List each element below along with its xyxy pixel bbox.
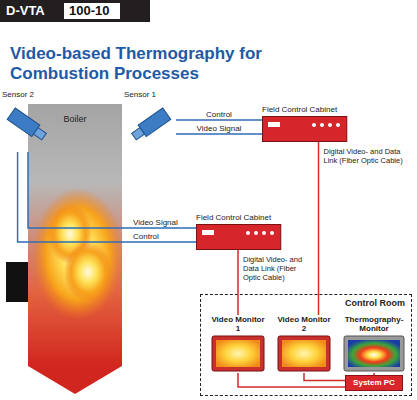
badge-box (64, 3, 120, 19)
cabinet-display (268, 122, 280, 127)
cabinet-led (254, 231, 258, 235)
control-room: Control RoomVideo Monitor 1 Video Monitor… (200, 294, 412, 396)
signal-line (176, 119, 262, 121)
monitor-frame (344, 336, 404, 371)
video-monitor: Video Monitor 2 (275, 315, 333, 373)
sensor-body (7, 108, 48, 142)
monitor-image (282, 340, 326, 367)
monitor-frame (278, 336, 330, 371)
edge-label: Control (132, 232, 160, 241)
sensor-body (130, 108, 171, 142)
cabinet-panel (197, 225, 281, 250)
badge-bar (0, 0, 150, 22)
cabinet-heading: Field Control Cabinet (262, 104, 337, 115)
cabinet-led (320, 123, 324, 127)
signal-line (176, 133, 262, 135)
burner (6, 262, 30, 302)
video-monitor: Video Monitor 1 (209, 315, 267, 373)
badge-text: D-VTA (6, 3, 45, 19)
cabinet-led (262, 231, 266, 235)
cabinet-panel (263, 117, 347, 142)
cabinet-display (202, 230, 214, 235)
sensor-group (7, 108, 48, 142)
system-pc: System PC (345, 375, 403, 391)
monitor-heading: Video Monitor 2 (275, 315, 333, 333)
signal-line (28, 152, 196, 228)
cabinet-box (196, 224, 282, 250)
sensor-lens (132, 128, 145, 140)
edge-label: Control (205, 110, 233, 119)
sensor-symbol (2, 102, 54, 152)
sensor-group (130, 108, 171, 142)
fiber-optic-link (318, 142, 320, 315)
sensor-lens (34, 128, 47, 140)
pc-label: System PC (346, 376, 402, 390)
room-heading: Control Room (201, 298, 411, 309)
sensor-symbol (124, 102, 176, 152)
fiber-optic-link (238, 373, 345, 387)
cabinet-heading: Field Control Cabinet (196, 212, 271, 223)
edge-label: Digital Video- and Data Link (Fiber Opti… (323, 147, 405, 165)
edge-label: Video Signal (132, 218, 179, 227)
sensor: Sensor 1 (124, 90, 176, 152)
boiler-hopper (28, 366, 122, 394)
cabinet-led (246, 231, 250, 235)
cabinet-shape (196, 224, 282, 250)
cabinet-led (270, 231, 274, 235)
monitor-image (348, 340, 400, 367)
badge-text: 100-10 (69, 3, 109, 19)
cabinet-box (262, 116, 348, 142)
cabinet-led (328, 123, 332, 127)
monitor-screen (275, 335, 333, 373)
monitor-screen (341, 335, 407, 373)
edge-label: Video Signal (196, 124, 243, 133)
edge-label: Digital Video- and Data Link (Fiber Opti… (242, 255, 316, 282)
diagram-title: Video-based Thermography for Combustion … (10, 44, 300, 84)
field-control-cabinet: Field Control Cabinet (262, 98, 348, 142)
boiler-shape (28, 104, 122, 396)
monitor-heading: Thermography-Monitor (341, 315, 407, 333)
fiber-optic-link (237, 250, 239, 315)
cabinet-shape (262, 116, 348, 142)
thermography-monitor: Thermography-Monitor (341, 315, 407, 373)
sensor-label: Sensor 2 (2, 90, 54, 100)
cabinet-led (312, 123, 316, 127)
boiler-label: Boiler (28, 104, 122, 125)
signal-line (18, 152, 196, 242)
monitor-screen (209, 335, 267, 373)
sensor: Sensor 2 (2, 90, 54, 152)
boiler: Boiler (28, 104, 122, 396)
flame (64, 242, 112, 302)
fiber-optic-link (304, 373, 345, 381)
flame (32, 188, 122, 320)
sensor-label: Sensor 1 (124, 90, 176, 100)
fiber-optic-link (373, 373, 375, 375)
monitor-frame (212, 336, 264, 371)
monitor-heading: Video Monitor 1 (209, 315, 267, 333)
monitor-image (216, 340, 260, 367)
cabinet-led (336, 123, 340, 127)
field-control-cabinet: Field Control Cabinet (196, 206, 282, 250)
